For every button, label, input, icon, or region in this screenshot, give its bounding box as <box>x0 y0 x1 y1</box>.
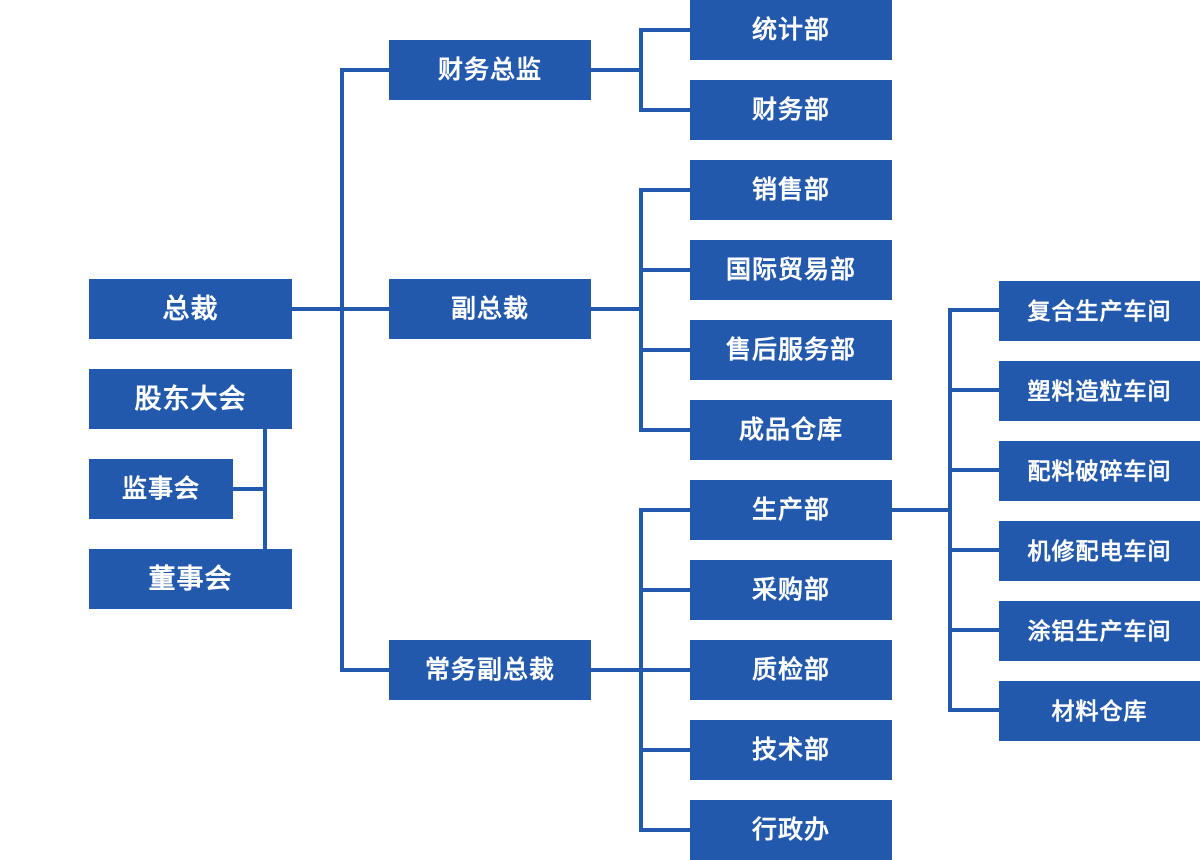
node-administration-office-label: 行政办 <box>751 815 830 844</box>
node-supervisory-board[interactable]: 监事会 <box>89 459 233 519</box>
connector-bus-to-evp <box>340 668 391 672</box>
node-material-warehouse[interactable]: 材料仓库 <box>999 681 1200 741</box>
node-material-warehouse-label: 材料仓库 <box>1051 697 1148 724</box>
node-administration-office[interactable]: 行政办 <box>690 800 892 860</box>
connector-bus-to-production <box>639 508 692 512</box>
connector-workshop-bus <box>948 308 952 712</box>
node-supervisory-board-label: 监事会 <box>121 474 200 503</box>
connector-bus-to-technology <box>639 748 692 752</box>
connector-main-bus <box>340 68 344 672</box>
node-plastic-granulation-workshop-label: 塑料造粒车间 <box>1027 377 1172 404</box>
node-quality-inspection-department[interactable]: 质检部 <box>690 640 892 700</box>
node-purchasing-department[interactable]: 采购部 <box>690 560 892 620</box>
connector-governance-bus <box>263 427 267 553</box>
connector-bus-to-ws-granulation <box>948 388 1000 392</box>
connector-bus-to-ws-aluminum <box>948 628 1000 632</box>
node-aluminum-coating-workshop[interactable]: 涂铝生产车间 <box>999 601 1200 661</box>
node-shareholders-meeting[interactable]: 股东大会 <box>89 369 292 429</box>
node-international-trade-department[interactable]: 国际贸易部 <box>690 240 892 300</box>
node-after-sales-service-department-label: 售后服务部 <box>725 335 856 364</box>
node-maintenance-power-workshop[interactable]: 机修配电车间 <box>999 521 1200 581</box>
node-finished-goods-warehouse-label: 成品仓库 <box>738 415 843 444</box>
node-vice-president-label: 副总裁 <box>450 294 529 323</box>
node-finance-department[interactable]: 财务部 <box>690 80 892 140</box>
node-finance-department-label: 财务部 <box>751 95 830 124</box>
connector-bus-to-statistics <box>639 28 692 32</box>
connector-cfo-to-bus <box>591 68 643 72</box>
connector-vp-children-bus <box>639 188 643 432</box>
node-maintenance-power-workshop-label: 机修配电车间 <box>1027 537 1172 564</box>
node-plastic-granulation-workshop[interactable]: 塑料造粒车间 <box>999 361 1200 421</box>
node-executive-vice-president[interactable]: 常务副总裁 <box>389 640 591 700</box>
node-production-department-label: 生产部 <box>751 495 830 524</box>
connector-bus-to-trade <box>639 268 692 272</box>
node-aluminum-coating-workshop-label: 涂铝生产车间 <box>1027 617 1172 644</box>
node-sales-department-label: 销售部 <box>751 175 830 204</box>
connector-bus-to-ws-composite <box>948 308 1000 312</box>
node-statistics-department-label: 统计部 <box>751 15 830 44</box>
node-purchasing-department-label: 采购部 <box>751 575 830 604</box>
node-batching-crushing-workshop-label: 配料破碎车间 <box>1027 457 1172 484</box>
node-president-label: 总裁 <box>162 293 219 324</box>
node-board-of-directors-label: 董事会 <box>148 563 233 594</box>
node-vice-president[interactable]: 副总裁 <box>389 279 591 339</box>
connector-cfo-children-bus <box>639 28 643 112</box>
node-after-sales-service-department[interactable]: 售后服务部 <box>690 320 892 380</box>
connector-bus-to-quality <box>639 668 692 672</box>
node-sales-department[interactable]: 销售部 <box>690 160 892 220</box>
connector-bus-to-aftersales <box>639 348 692 352</box>
node-production-department[interactable]: 生产部 <box>690 480 892 540</box>
node-technology-department-label: 技术部 <box>751 735 830 764</box>
node-cfo-label: 财务总监 <box>437 55 542 84</box>
node-composite-production-workshop-label: 复合生产车间 <box>1027 297 1172 324</box>
node-executive-vice-president-label: 常务副总裁 <box>424 655 555 684</box>
connector-president-to-bus <box>292 307 344 311</box>
node-composite-production-workshop[interactable]: 复合生产车间 <box>999 281 1200 341</box>
node-technology-department[interactable]: 技术部 <box>690 720 892 780</box>
connector-bus-to-administration <box>639 828 692 832</box>
connector-bus-to-vp <box>340 307 391 311</box>
node-board-of-directors[interactable]: 董事会 <box>89 549 292 609</box>
connector-vp-to-bus <box>591 307 643 311</box>
node-quality-inspection-department-label: 质检部 <box>751 655 830 684</box>
connector-bus-to-fgwarehouse <box>639 428 692 432</box>
node-shareholders-meeting-label: 股东大会 <box>134 383 247 414</box>
node-finished-goods-warehouse[interactable]: 成品仓库 <box>690 400 892 460</box>
connector-evp-to-bus <box>591 668 643 672</box>
node-cfo[interactable]: 财务总监 <box>389 40 591 100</box>
connector-governance-to-supervisory <box>231 487 265 491</box>
connector-bus-to-cfo <box>340 68 391 72</box>
connector-bus-to-ws-maintenance <box>948 548 1000 552</box>
connector-bus-to-ws-crushing <box>948 468 1000 472</box>
connector-bus-to-sales <box>639 188 692 192</box>
node-president[interactable]: 总裁 <box>89 279 292 339</box>
node-statistics-department[interactable]: 统计部 <box>690 0 892 60</box>
connector-bus-to-purchasing <box>639 588 692 592</box>
connector-bus-to-finance <box>639 108 692 112</box>
node-international-trade-department-label: 国际贸易部 <box>725 255 856 284</box>
connector-production-to-bus <box>892 508 952 512</box>
node-batching-crushing-workshop[interactable]: 配料破碎车间 <box>999 441 1200 501</box>
connector-bus-to-ws-material <box>948 708 1000 712</box>
